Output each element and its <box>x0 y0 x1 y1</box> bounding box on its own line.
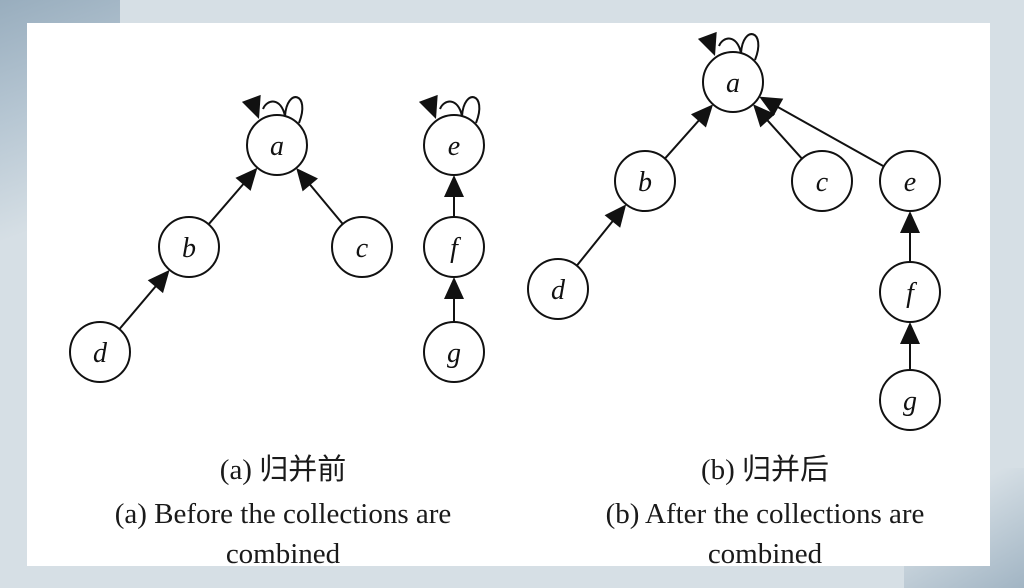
arrowhead-icon <box>753 104 776 128</box>
node-label-e: e <box>448 131 460 162</box>
self-loop-a <box>718 37 742 54</box>
caption-a-en-2: combined <box>225 538 341 570</box>
self-loop-a <box>262 100 286 117</box>
node-e <box>879 150 941 212</box>
arrowhead-icon <box>900 322 920 344</box>
node-g <box>423 321 485 383</box>
figure-panel <box>27 23 990 566</box>
node-f <box>879 261 941 323</box>
self-loop-e <box>461 96 481 124</box>
edge-c-to-a <box>764 117 803 160</box>
arrowhead-icon <box>900 211 920 233</box>
node-label-e: e <box>904 167 916 198</box>
node-label-d: d <box>93 338 108 369</box>
node-label-g: g <box>903 386 917 417</box>
node-label-a: a <box>270 131 284 162</box>
arrowhead-icon <box>418 94 438 119</box>
arrowhead-icon <box>444 277 464 299</box>
arrowhead-icon <box>147 269 170 294</box>
caption-a: (a) 归并前 (a) Before the collections are c… <box>83 450 483 574</box>
node-d <box>69 321 131 383</box>
arrowhead-icon <box>690 104 714 128</box>
node-d <box>527 258 589 320</box>
edge-d-to-b <box>576 217 616 267</box>
node-label-d: d <box>551 275 566 306</box>
node-b <box>614 150 676 212</box>
caption-b-cn: (b) 归并后 <box>700 454 830 486</box>
node-label-c: c <box>816 167 829 198</box>
edge-e-to-a <box>774 104 885 168</box>
edge-d-to-b <box>118 282 159 330</box>
node-e <box>423 114 485 176</box>
caption-b-en-2: combined <box>707 538 823 570</box>
caption-b-en-1: (b) After the collections are <box>605 498 925 530</box>
caption-a-en-1: (a) Before the collections are <box>114 498 452 530</box>
self-loop-e <box>439 100 463 117</box>
arrowhead-icon <box>759 96 784 117</box>
self-loop-a <box>284 96 304 124</box>
node-label-a: a <box>726 68 740 99</box>
node-a <box>246 114 308 176</box>
node-b <box>158 216 220 278</box>
arrowhead-icon <box>444 175 464 197</box>
node-label-g: g <box>447 338 461 369</box>
node-label-f: f <box>906 278 917 309</box>
caption-b: (b) 归并后 (b) After the collections are co… <box>545 450 985 574</box>
node-c <box>331 216 393 278</box>
node-label-f: f <box>450 233 461 264</box>
node-label-b: b <box>638 167 652 198</box>
arrowhead-icon <box>296 168 318 192</box>
self-loop-a <box>740 33 760 61</box>
node-label-b: b <box>182 233 196 264</box>
node-f <box>423 216 485 278</box>
edge-b-to-a <box>664 117 702 160</box>
arrowhead-icon <box>697 31 717 56</box>
edge-b-to-a <box>207 180 247 225</box>
node-a <box>702 51 764 113</box>
arrowhead-icon <box>241 94 261 119</box>
node-g <box>879 369 941 431</box>
node-label-c: c <box>356 233 369 264</box>
arrowhead-icon <box>604 204 627 228</box>
edge-c-to-a <box>306 181 344 225</box>
caption-a-cn: (a) 归并前 <box>219 454 347 486</box>
arrowhead-icon <box>235 167 258 191</box>
node-c <box>791 150 853 212</box>
